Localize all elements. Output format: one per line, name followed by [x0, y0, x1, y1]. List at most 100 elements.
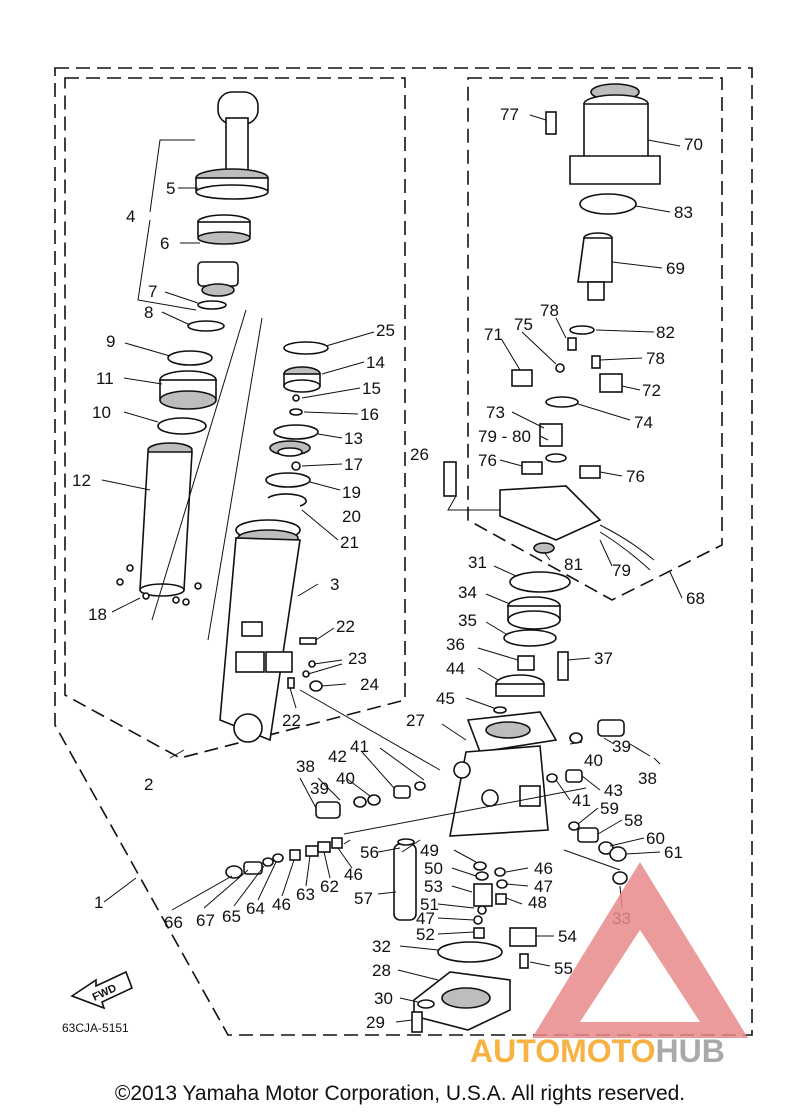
callout-83: 83 [674, 203, 693, 222]
washer-30 [417, 999, 435, 1009]
callout-55: 55 [554, 959, 573, 978]
callout-56: 56 [360, 843, 379, 862]
callout-12: 12 [72, 471, 91, 490]
valve-17 [269, 440, 311, 457]
callout-34: 34 [458, 583, 477, 602]
callout-60: 60 [646, 829, 665, 848]
callout-38a: 38 [638, 769, 657, 788]
brush-base-81 [499, 485, 655, 571]
svg-text:AUTOMOTOHUB: AUTOMOTOHUB [470, 1033, 725, 1069]
bolt-77 [545, 111, 557, 135]
callout-4: 4 [126, 207, 135, 226]
callout-40a: 40 [584, 751, 603, 770]
callout-59: 59 [600, 799, 619, 818]
callout-49: 49 [420, 841, 439, 860]
callout-48: 48 [528, 893, 547, 912]
callout-42: 42 [328, 747, 347, 766]
o-ring-83 [579, 193, 637, 215]
callout-13: 13 [344, 429, 363, 448]
callout-51: 51 [420, 895, 439, 914]
callout-61: 61 [664, 843, 683, 862]
callout-76a: 76 [478, 451, 497, 470]
valve-set-58-60-61 [577, 827, 627, 862]
callout-21: 21 [340, 533, 359, 552]
spring-19 [291, 461, 301, 471]
callout-50: 50 [424, 859, 443, 878]
callout-5: 5 [166, 179, 175, 198]
callout-39a: 39 [612, 737, 631, 756]
copyright-notice: ©2013 Yamaha Motor Corporation, U.S.A. A… [114, 1082, 686, 1105]
manual-valve-33 [563, 849, 628, 885]
callout-45: 45 [436, 689, 455, 708]
callout-47b: 47 [416, 909, 435, 928]
watermark: AUTOMOTOHUB [470, 862, 748, 1069]
tilt-rod-assembly [187, 91, 269, 332]
callout-35: 35 [458, 611, 477, 630]
callout-68: 68 [686, 589, 705, 608]
callout-46c: 46 [272, 895, 291, 914]
callout-72: 72 [642, 381, 661, 400]
callout-69: 69 [666, 259, 685, 278]
callout-64: 64 [246, 899, 265, 918]
callout-47a: 47 [534, 877, 553, 896]
watermark-hub: HUB [655, 1033, 724, 1069]
callout-22b: 22 [282, 711, 301, 730]
callout-22a: 22 [336, 617, 355, 636]
valve-stack-47-53 [473, 861, 508, 939]
o-ring-10 [157, 417, 207, 435]
callout-39b: 39 [310, 779, 329, 798]
callout-31: 31 [468, 553, 487, 572]
callout-79-80: 79 - 80 [478, 427, 531, 446]
callout-16: 16 [360, 405, 379, 424]
callout-6: 6 [160, 234, 169, 253]
callout-25: 25 [376, 321, 395, 340]
circlip-21 [267, 493, 307, 507]
callout-77: 77 [500, 105, 519, 124]
callout-38b: 38 [296, 757, 315, 776]
callout-53: 53 [424, 877, 443, 896]
callout-27: 27 [406, 711, 425, 730]
callout-23: 23 [348, 649, 367, 668]
plate-54-screw-55 [509, 927, 537, 969]
callout-44: 44 [446, 659, 465, 678]
callout-24: 24 [360, 675, 379, 694]
callout-17: 17 [344, 455, 363, 474]
o-ring-20 [265, 472, 311, 488]
callout-74: 74 [634, 413, 653, 432]
callout-43: 43 [604, 781, 623, 800]
callout-19: 19 [342, 483, 361, 502]
callout-14: 14 [366, 353, 385, 372]
callout-32: 32 [372, 937, 391, 956]
brush-holder-parts [511, 325, 623, 463]
callout-36: 36 [446, 635, 465, 654]
coupling-34 [507, 596, 561, 630]
fwd-arrow-icon: FWD [70, 970, 134, 1010]
callout-73: 73 [486, 403, 505, 422]
watermark-triangle-icon [532, 862, 748, 1038]
o-ring-31 [509, 571, 571, 593]
callout-75: 75 [514, 315, 533, 334]
o-ring-25 [283, 341, 329, 355]
o-ring-32 [437, 941, 503, 963]
gear-36 [517, 655, 535, 671]
o-ring-9 [167, 350, 213, 366]
valve-chain-62-67 [225, 837, 343, 879]
callout-78b: 78 [646, 349, 665, 368]
valve-set-38-39-40-43 [546, 719, 625, 831]
callout-65: 65 [222, 907, 241, 926]
bolt-29 [411, 1011, 423, 1033]
bolt-26 [443, 461, 457, 497]
assembly-2-frame [64, 77, 406, 759]
callout-30: 30 [374, 989, 393, 1008]
reservoir-27 [449, 711, 558, 837]
callout-29: 29 [366, 1013, 385, 1032]
pins-22-23-24 [287, 637, 323, 692]
callout-1: 1 [94, 893, 103, 912]
callout-10: 10 [92, 403, 111, 422]
callout-52: 52 [416, 925, 435, 944]
callout-28: 28 [372, 961, 391, 980]
o-ring-35 [503, 629, 557, 647]
callout-76b: 76 [626, 467, 645, 486]
assembly-68-frame [467, 77, 723, 601]
